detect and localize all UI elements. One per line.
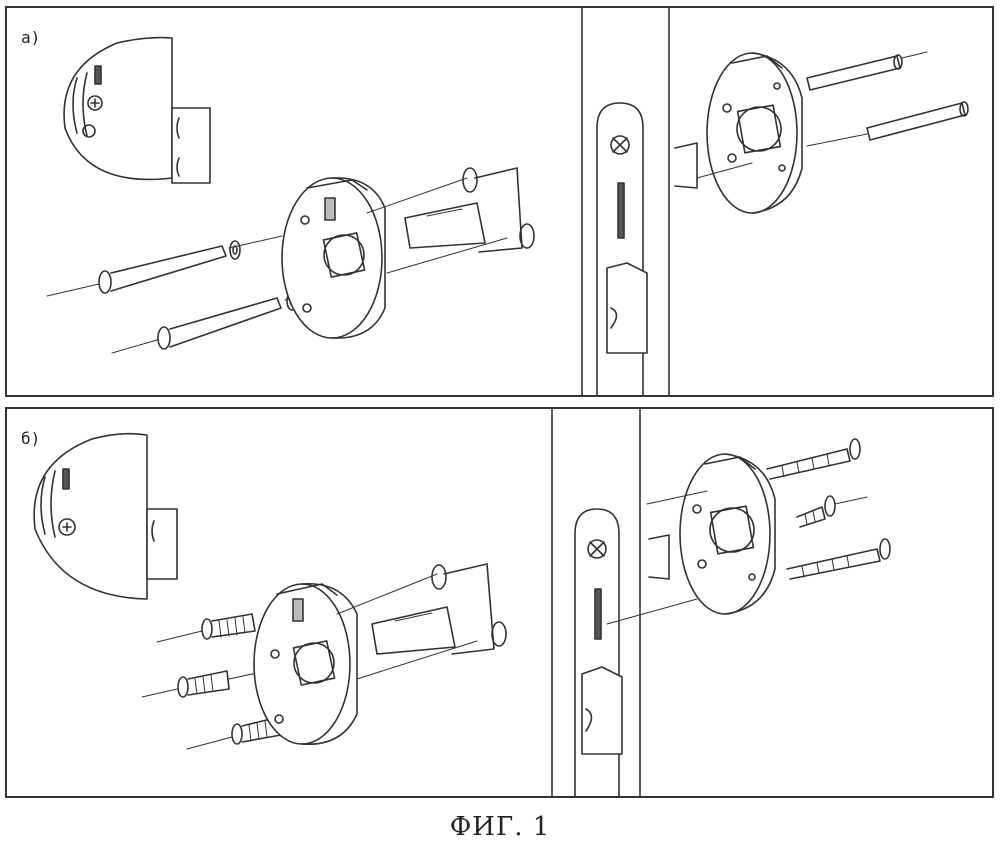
spindle-a	[366, 167, 535, 274]
spindle-b	[336, 563, 507, 680]
wood-screws-left-b	[141, 613, 282, 750]
panel-a-label: а)	[21, 28, 41, 47]
panel-b-label: б)	[21, 429, 41, 448]
panel-b: б)	[5, 407, 994, 798]
inset-detail-a	[63, 36, 211, 184]
pins-a	[806, 51, 969, 147]
inset-detail-b	[33, 432, 178, 600]
rosette-base-b	[253, 582, 358, 746]
door-edge-b	[551, 409, 641, 796]
figure-caption: ФИГ. 1	[449, 812, 551, 842]
long-screw-top	[46, 235, 283, 297]
rosette-right-b	[606, 453, 776, 625]
panel-a: а)	[5, 6, 994, 397]
panel-a-drawing	[46, 8, 969, 395]
wood-screws-right-b	[766, 438, 891, 580]
rosette-base-a	[281, 177, 386, 339]
rosette-right-a	[674, 52, 803, 214]
door-edge-a	[581, 8, 670, 395]
panel-b-drawing	[33, 409, 891, 796]
